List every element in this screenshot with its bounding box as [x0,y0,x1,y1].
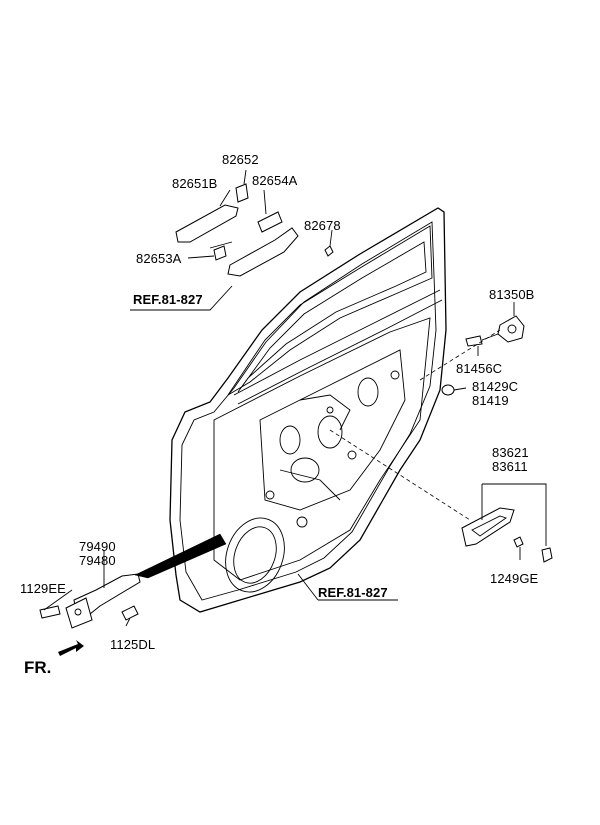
label-82678: 82678 [304,218,341,233]
door-frame [169,207,447,613]
label-82651B: 82651B [172,176,218,191]
ref-label-lower: REF.81-827 [318,585,388,600]
inside-handle-group [461,507,553,563]
label-81429C: 81429C [472,379,519,394]
outside-handle-group [175,183,334,277]
label-79490: 79490 [79,539,116,554]
label-79480: 79480 [79,553,116,568]
label-82654A: 82654A [252,173,298,188]
front-direction-arrow [58,640,84,656]
latch-group [441,315,525,396]
label-81419: 81419 [472,393,509,408]
label-1125DL: 1125DL [110,637,156,652]
label-81456C: 81456C [456,361,503,376]
label-82653A: 82653A [136,251,182,266]
ref-label-upper: REF.81-827 [133,292,203,307]
front-label: FR. [24,658,52,677]
label-81350B: 81350B [489,287,535,302]
door-inner-panel [213,317,431,593]
label-1129EE: 1129EE [20,581,66,596]
label-83621: 83621 [492,445,529,460]
leader-lines [43,169,547,627]
label-82652: 82652 [222,152,259,167]
label-1249GE: 1249GE [490,571,539,586]
checker-group [39,533,227,629]
label-83611: 83611 [492,459,528,474]
